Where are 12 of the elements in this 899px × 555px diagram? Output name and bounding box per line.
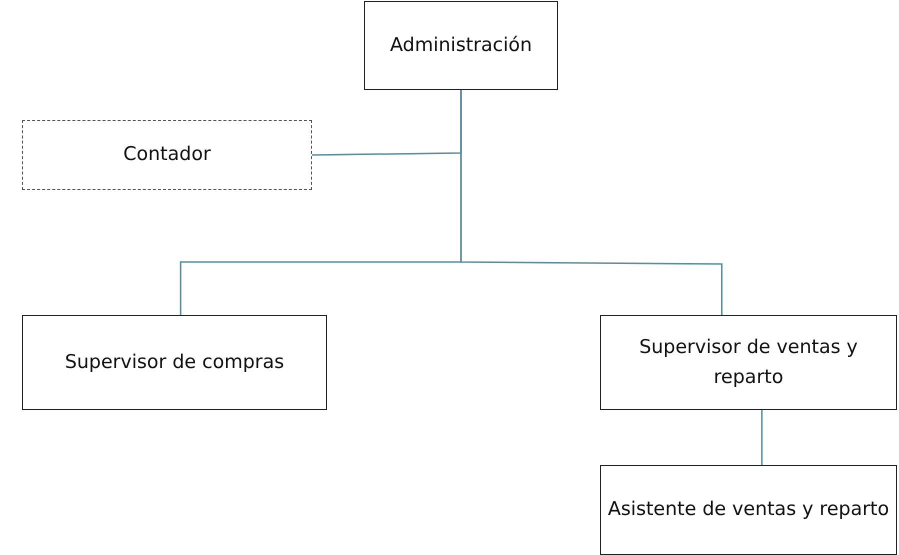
- connector-line: [460, 90, 723, 315]
- connector-line: [761, 410, 763, 465]
- position-box: [22, 315, 327, 410]
- position-title: Supervisor de compras: [64, 350, 284, 375]
- position-title: Supervisor de ventas y reparto: [638, 335, 859, 390]
- position-title: Asistente de ventas y reparto: [608, 497, 890, 522]
- position-title: Administración: [390, 32, 532, 58]
- position-box: [600, 465, 897, 555]
- position-box: [600, 315, 897, 410]
- dashed-position-box: [22, 120, 312, 190]
- position-box: [364, 1, 558, 90]
- position-title: Contador: [123, 142, 211, 168]
